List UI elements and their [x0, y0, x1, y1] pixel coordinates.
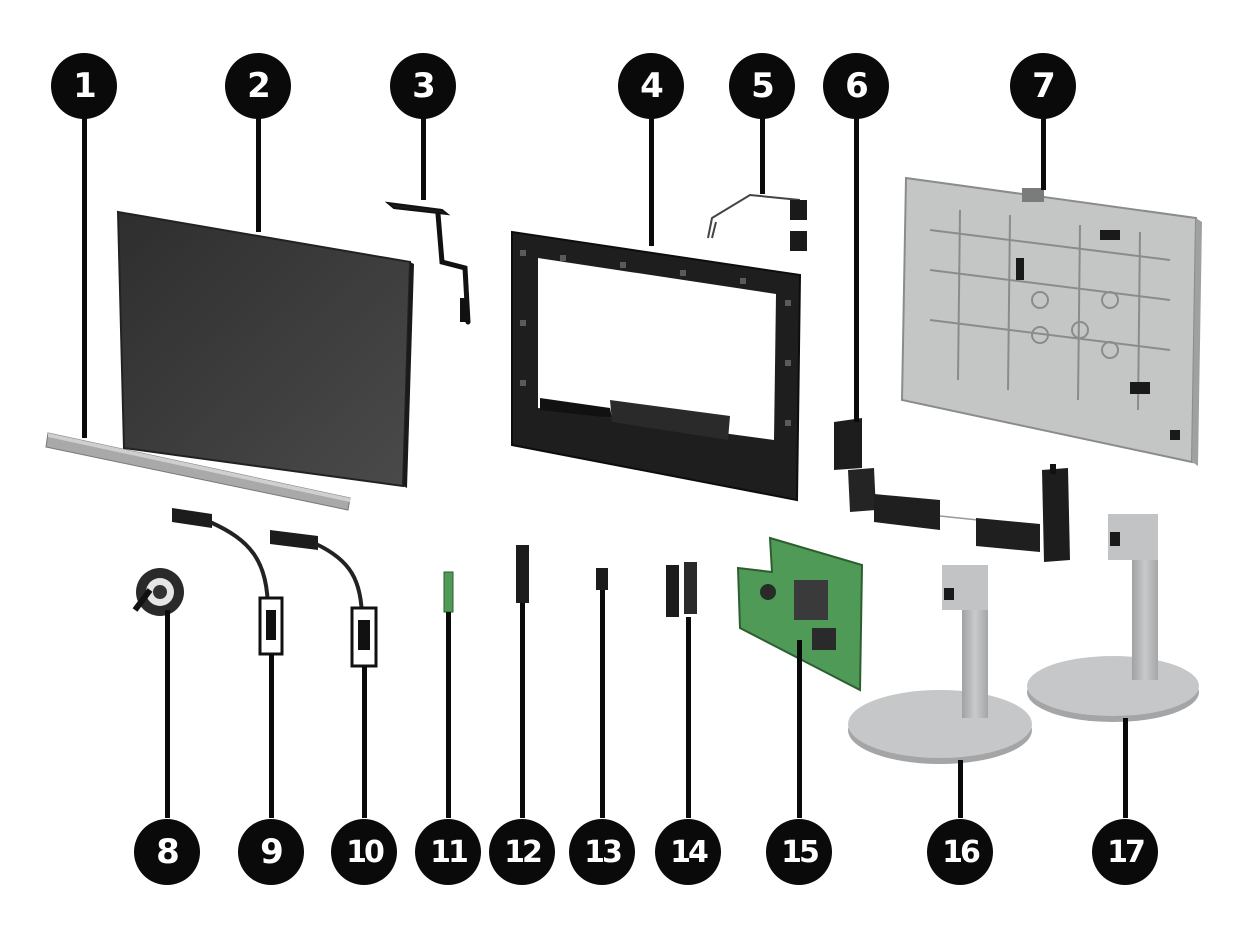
callout-3: 3 — [390, 53, 456, 119]
leader-line-16 — [957, 760, 963, 818]
callout-13: 13 — [569, 819, 635, 885]
leader-line-2 — [255, 118, 261, 232]
callout-2: 2 — [225, 53, 291, 119]
leader-line-6 — [853, 118, 859, 422]
part-7-back-cover — [900, 176, 1202, 466]
callout-15: 15 — [766, 819, 832, 885]
part-1-trim-strip — [45, 432, 351, 511]
callout-6: 6 — [823, 53, 889, 119]
part-3-webcam-cable — [384, 201, 471, 325]
part-12-memory-module — [516, 545, 529, 603]
leader-line-5 — [759, 118, 765, 194]
leader-line-4 — [648, 118, 654, 246]
leader-line-9 — [268, 654, 274, 818]
callout-12: 12 — [489, 819, 555, 885]
part-10-heat-pipe — [270, 530, 378, 668]
part-4-middle-frame — [511, 230, 802, 502]
leader-line-13 — [599, 590, 605, 818]
leader-line-3 — [420, 118, 426, 200]
part-11-small-board — [443, 571, 454, 613]
part-17-stand — [1027, 514, 1199, 722]
callout-11: 11 — [415, 819, 481, 885]
leader-line-7 — [1040, 118, 1046, 190]
leader-line-12 — [519, 603, 525, 818]
callout-5: 5 — [729, 53, 795, 119]
callout-4: 4 — [618, 53, 684, 119]
callout-8: 8 — [134, 819, 200, 885]
leader-line-8 — [164, 610, 170, 818]
callout-10: 10 — [331, 819, 397, 885]
leader-line-14 — [685, 617, 691, 818]
callout-1: 1 — [51, 53, 117, 119]
callout-14: 14 — [655, 819, 721, 885]
callout-9: 9 — [238, 819, 304, 885]
part-2-display-panel — [116, 210, 414, 488]
part-15-system-board — [736, 536, 864, 692]
part-14-storage-modules — [666, 562, 697, 617]
part-5-antenna — [707, 193, 807, 251]
leader-line-17 — [1122, 718, 1128, 818]
callout-17: 17 — [1092, 819, 1158, 885]
leader-line-10 — [361, 666, 367, 818]
part-8-fan — [132, 568, 184, 616]
leader-line-15 — [796, 640, 802, 818]
leader-line-11 — [445, 612, 451, 818]
leader-line-1 — [81, 118, 87, 438]
part-16-stand — [848, 565, 1032, 764]
callout-7: 7 — [1010, 53, 1076, 119]
part-6-speakers — [834, 418, 1070, 562]
part-13-component — [596, 568, 608, 590]
callout-16: 16 — [927, 819, 993, 885]
part-9-heat-pipe — [172, 508, 284, 656]
